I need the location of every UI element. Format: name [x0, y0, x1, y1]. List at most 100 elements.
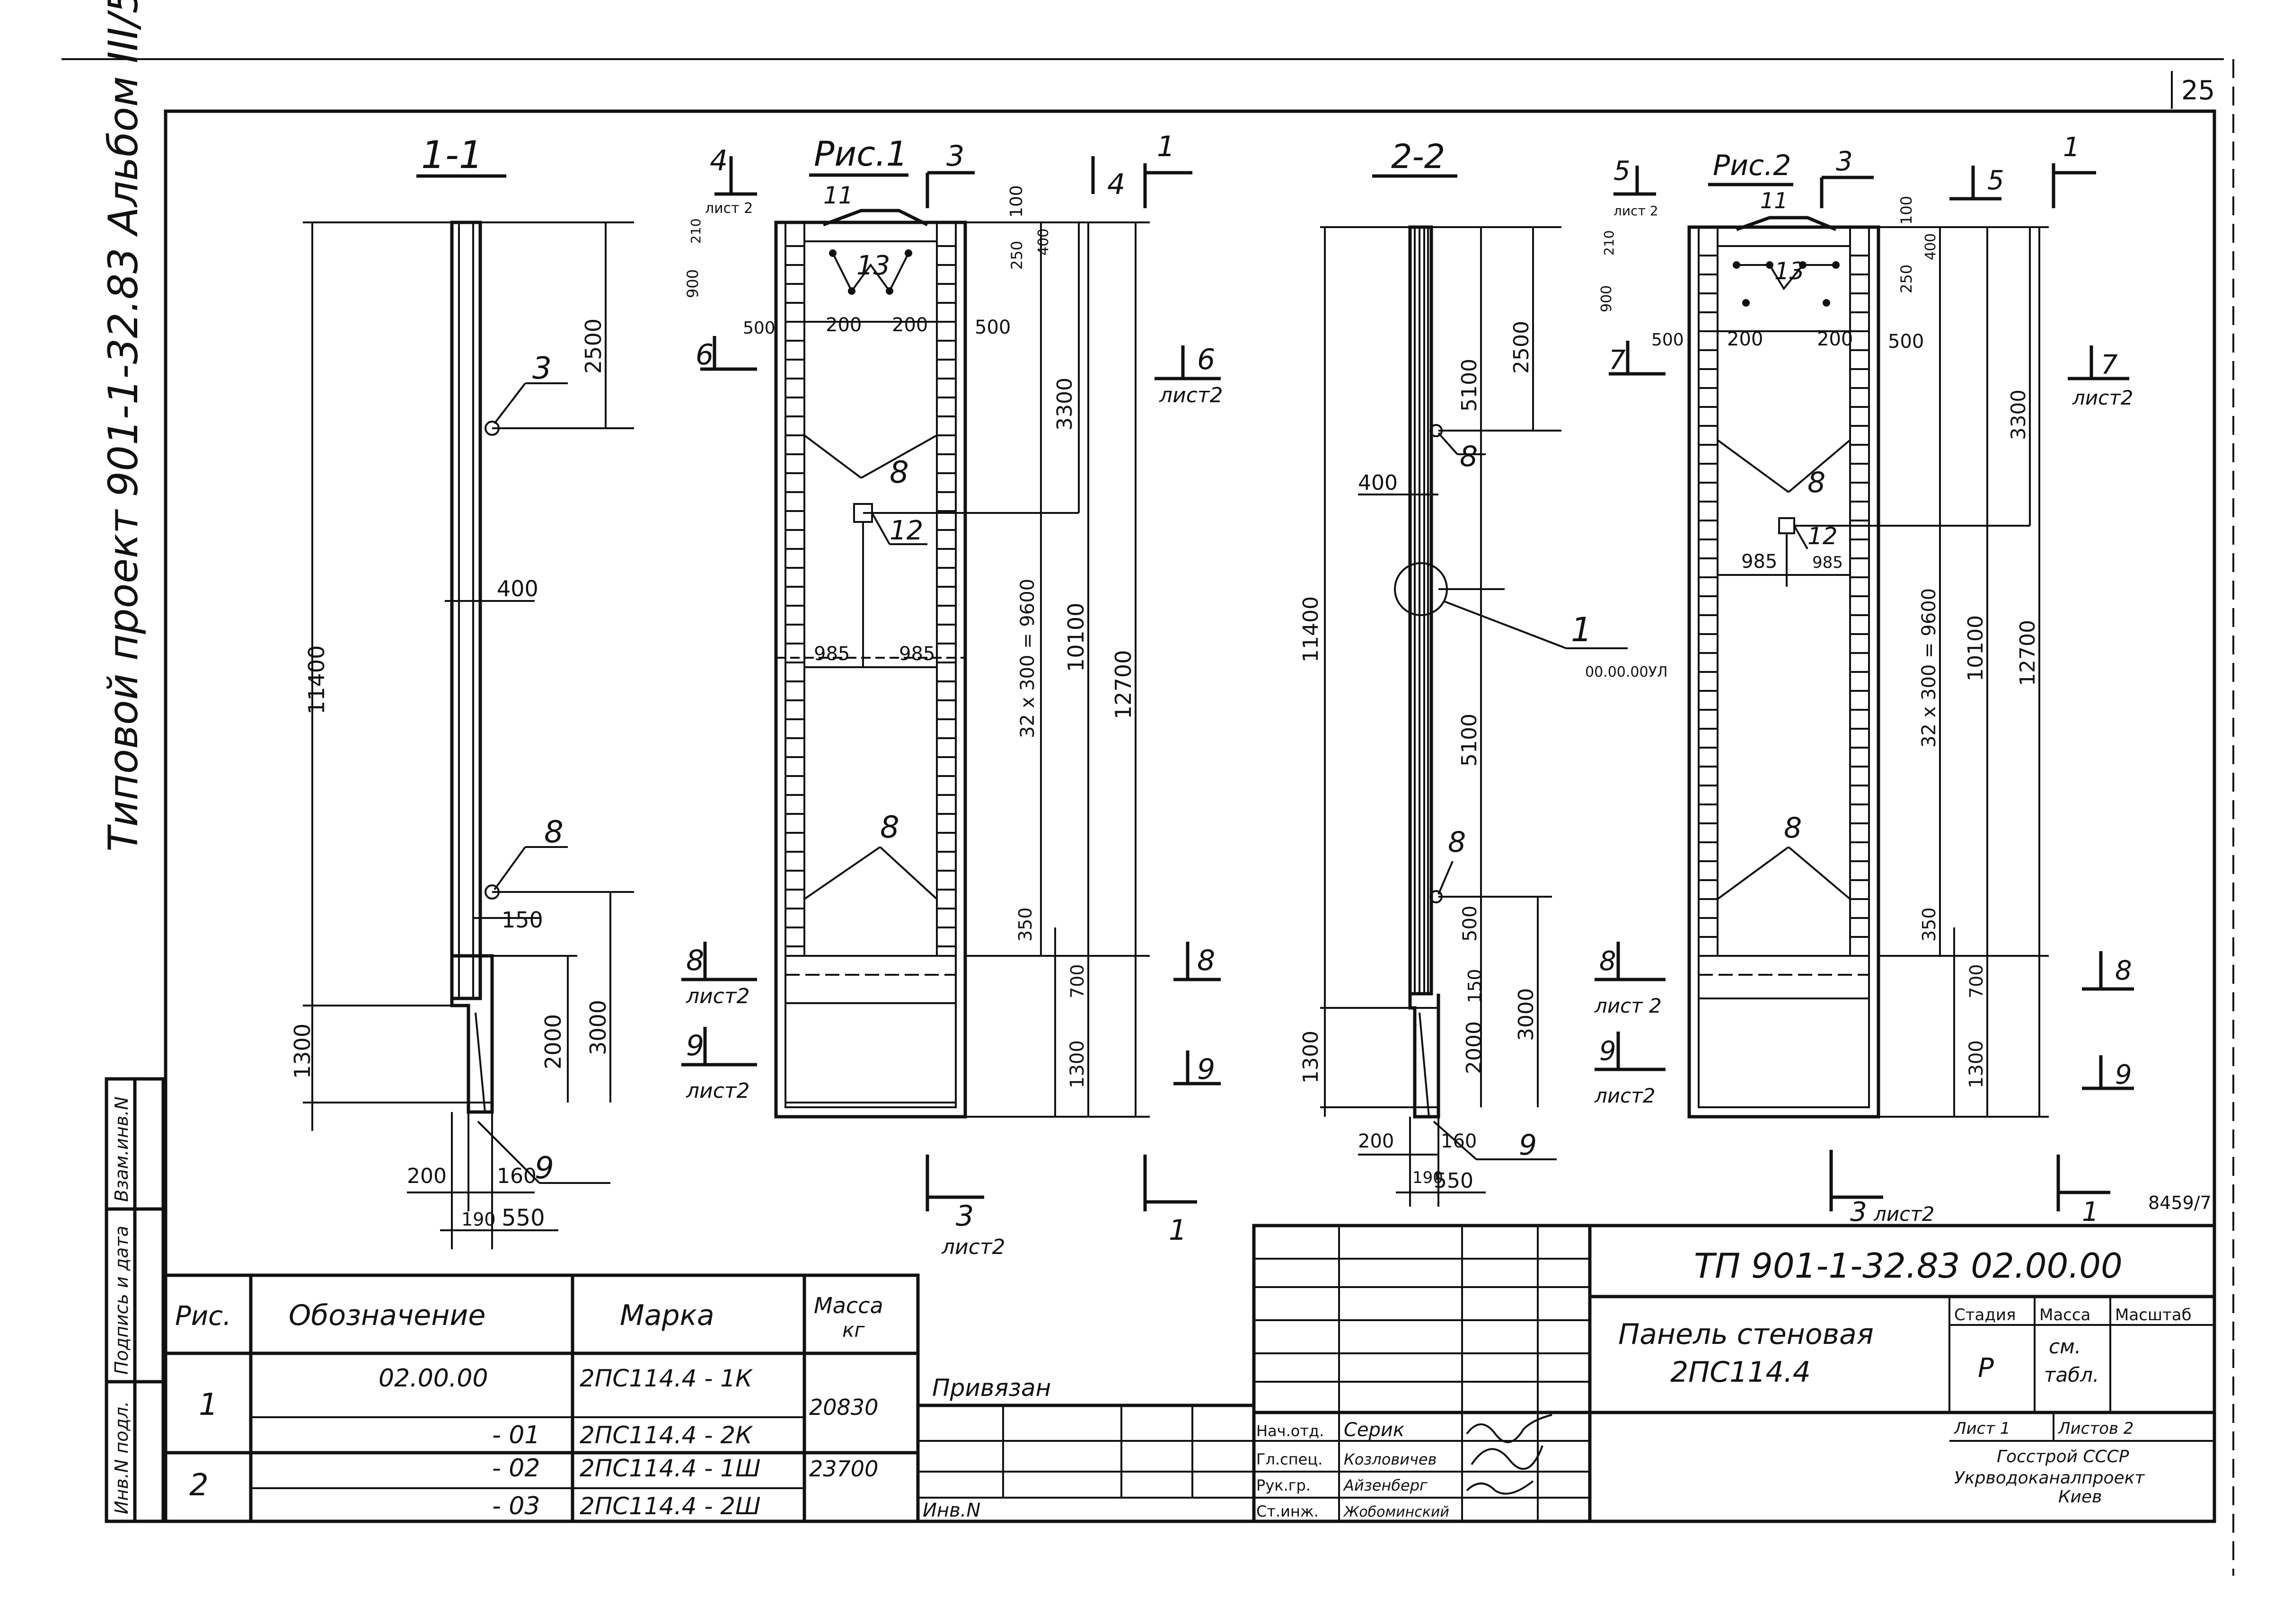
fig1-cut-6-right: 6 — [1197, 343, 1215, 376]
dim-550: 550 — [502, 1205, 545, 1231]
fig1-dim-900: 900 — [684, 269, 702, 298]
signature-3 — [1466, 1480, 1534, 1495]
sec22-dim-3000: 3000 — [1514, 988, 1538, 1041]
title-scale-label: Масштаб — [2115, 1306, 2192, 1324]
fig2-dim-700: 700 — [1966, 964, 1987, 998]
figure-2: Рис.2 5 3 5 1 лист 2 — [1594, 132, 2134, 1227]
fig1-dim-210: 210 — [688, 219, 704, 244]
fig1-dim-250: 250 — [1008, 241, 1026, 270]
spec-row4-mark: 2ПС114.4 - 2Ш — [580, 1492, 761, 1520]
dim-400: 400 — [497, 576, 538, 601]
sec22-dim-150: 150 — [1464, 969, 1485, 1003]
fig1-list2-8-left: лист2 — [686, 984, 750, 1008]
binding-inv: Инв.N — [923, 1500, 980, 1521]
spec-header-mass: Масса — [814, 1293, 883, 1318]
fig1-dim-985-left: 985 — [814, 643, 850, 665]
spec-row2-designation: - 01 — [492, 1421, 540, 1449]
title-org3: Киев — [2058, 1487, 2102, 1507]
sec22-mark-9: 9 — [1519, 1129, 1537, 1162]
fig1-dim-10100: 10100 — [1063, 603, 1089, 672]
spec-row3-designation: - 02 — [492, 1454, 540, 1483]
sec22-dim-11400: 11400 — [1299, 596, 1323, 662]
fig2-dim-400: 400 — [1922, 233, 1939, 260]
sec22-dim-2000: 2000 — [1462, 1021, 1486, 1074]
fig2-dim-900: 900 — [1598, 285, 1615, 312]
signature-2 — [1471, 1445, 1543, 1470]
spec-row1-designation: 02.00.00 — [379, 1364, 488, 1393]
role-1-name: Серик — [1344, 1419, 1404, 1441]
dim-1300: 1300 — [290, 1024, 315, 1079]
fig2-dim-10100: 10100 — [1964, 615, 1988, 681]
fig1-mark-13: 13 — [856, 250, 890, 281]
role-2-name: Козловичев — [1344, 1450, 1437, 1468]
sec22-dim-550: 550 — [1434, 1169, 1473, 1193]
specification-table: Рис. Обозначение Марка Масса кг 1 02.00.… — [164, 1273, 920, 1523]
fig1-cut-8-right: 8 — [1197, 944, 1215, 977]
fig2-dim-210: 210 — [1601, 230, 1617, 256]
fig2-dim-200-left: 200 — [1727, 328, 1763, 350]
fig1-dim-350: 350 — [1015, 907, 1036, 942]
fig2-dim-500-left: 500 — [1651, 330, 1684, 350]
role-3-name: Айзенберг — [1343, 1476, 1428, 1494]
sec22-dim-190: 190 — [1412, 1168, 1443, 1187]
fig2-cut-1-bottom: 1 — [2082, 1197, 2099, 1227]
sec22-dim-500: 500 — [1459, 906, 1481, 942]
fig2-dim-350: 350 — [1919, 907, 1939, 942]
title-mass-value-2: табл. — [2044, 1363, 2099, 1386]
spec-header-designation: Обозначение — [289, 1299, 485, 1332]
fig2-cut-9-right: 9 — [2115, 1059, 2132, 1090]
fig2-dim-200-right: 200 — [1817, 328, 1853, 350]
page-number: 25 — [2181, 75, 2215, 106]
spec-row3-mark: 2ПС114.4 - 1Ш — [580, 1455, 761, 1482]
dim-160: 160 — [497, 1164, 537, 1188]
fig2-mark-12: 12 — [1807, 522, 1838, 550]
spec-header-mark: Марка — [620, 1299, 714, 1332]
fig2-cut-7-left: 7 — [1609, 345, 1626, 376]
section-2-2-title: 2-2 — [1391, 137, 1445, 176]
fig1-dim-3300: 3300 — [1053, 378, 1077, 431]
fig1-cut-3-top: 3 — [946, 140, 964, 173]
spec-header-fig: Рис. — [175, 1301, 231, 1332]
fig2-mark-8-upper: 8 — [1807, 466, 1825, 499]
spec-row3-fig: 2 — [189, 1468, 209, 1503]
fig2-cut-7-right: 7 — [2101, 350, 2118, 380]
role-2: Гл.спец. — [1256, 1450, 1322, 1468]
strip-signature-date: Подпись и дата — [111, 1226, 132, 1375]
signature-1 — [1466, 1414, 1552, 1443]
fig1-title: Рис.1 — [814, 134, 908, 174]
title-sheets: Листов 2 — [2057, 1419, 2133, 1438]
spec-header-mass-unit: кг — [842, 1318, 865, 1342]
fig1-dim-500-left: 500 — [743, 318, 776, 338]
fig1-mark-12: 12 — [890, 515, 923, 546]
fig1-dim-400: 400 — [1035, 229, 1052, 256]
fig2-dim-3300: 3300 — [2007, 389, 2030, 440]
fig1-dim-200-left: 200 — [826, 314, 862, 336]
fig2-list2-8-left: лист 2 — [1594, 994, 1662, 1017]
fig2-list2-3-bottom: лист2 — [1873, 1202, 1934, 1226]
title-mass-label: Масса — [2039, 1306, 2090, 1324]
fig2-mark-13: 13 — [1774, 257, 1805, 285]
fig1-cut-8-left: 8 — [686, 944, 704, 977]
sec22-dim-400: 400 — [1358, 471, 1398, 495]
fig1-cut-9-right: 9 — [1197, 1053, 1215, 1086]
fig2-dim-985-left: 985 — [1741, 551, 1777, 573]
fig2-dim-500-right: 500 — [1888, 331, 1924, 353]
fig1-cut-1-bottom: 1 — [1169, 1214, 1187, 1247]
fig1-mark-8-lower: 8 — [880, 810, 899, 845]
dim-2000: 2000 — [540, 1014, 566, 1069]
fig1-cut-1-top: 1 — [1157, 130, 1175, 163]
role-4-name: Жобоминский — [1343, 1504, 1449, 1520]
fig1-mark-11: 11 — [823, 182, 854, 209]
fig2-dim-grid: 32 x 300 = 9600 — [1918, 588, 1940, 748]
dim-11400: 11400 — [304, 645, 329, 715]
strip-vzam-inv: Взам.инв.N — [111, 1096, 132, 1202]
fig1-dim-grid: 32 x 300 = 9600 — [1017, 579, 1039, 738]
fig1-dim-100: 100 — [1007, 185, 1026, 218]
fig1-cut-9-left: 9 — [686, 1029, 704, 1062]
title-sheet: Лист 1 — [1953, 1419, 2010, 1438]
approval-strip: Инв.N подл. Подпись и дата Взам.инв.N — [105, 1077, 165, 1523]
dim-3000: 3000 — [585, 1000, 611, 1055]
fig2-cut-8-left: 8 — [1599, 946, 1616, 977]
